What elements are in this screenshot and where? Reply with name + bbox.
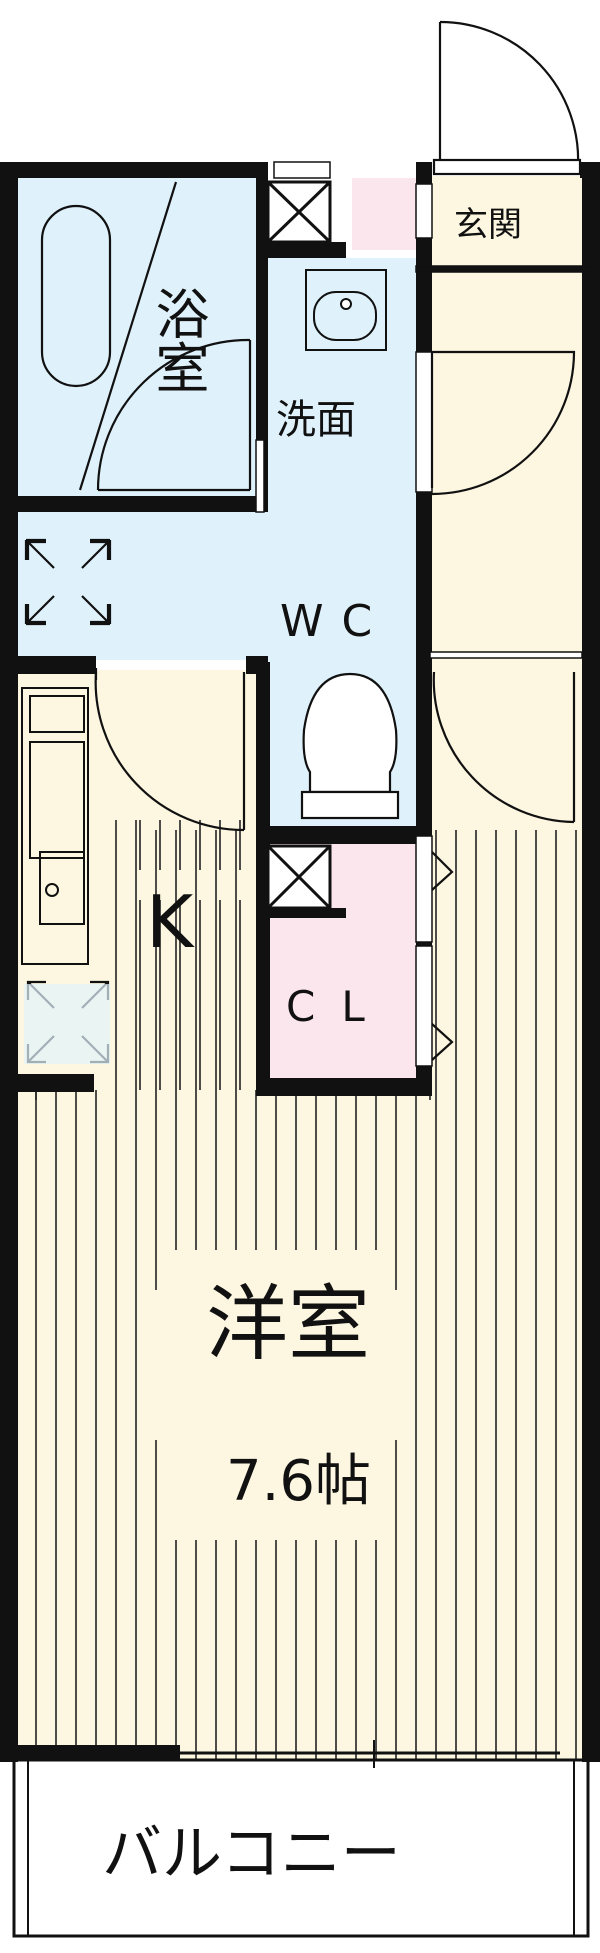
bathtub bbox=[40, 181, 252, 492]
western-room-floor bbox=[14, 1090, 588, 1760]
toilet-fixture bbox=[300, 672, 400, 820]
hallway-floor bbox=[432, 258, 588, 668]
washroom-label: 洗面 bbox=[276, 397, 356, 443]
kitchen-counter bbox=[21, 687, 89, 965]
utility-strip bbox=[14, 500, 268, 660]
balcony-rail bbox=[27, 1759, 575, 1937]
hall-door[interactable] bbox=[430, 350, 576, 496]
room-east-floor bbox=[432, 668, 588, 1098]
balcony-label: バルコニー bbox=[102, 1819, 401, 1889]
washbasin bbox=[305, 269, 387, 351]
balcony-floor bbox=[12, 1758, 590, 1938]
closet-label: CL bbox=[286, 982, 391, 1031]
western-room-size: 7.6帖 bbox=[226, 1449, 372, 1514]
kitchen-label: K bbox=[146, 880, 194, 964]
kitchen-door[interactable] bbox=[94, 668, 246, 832]
floor-stripes bbox=[35, 820, 577, 1760]
bath-label: 浴室 bbox=[146, 286, 209, 394]
entrance-floor bbox=[432, 176, 588, 258]
pipe-shaft-wall bbox=[256, 242, 346, 258]
western-room-label: 洋室 bbox=[206, 1277, 371, 1372]
pipe-shaft-wall-lower bbox=[256, 908, 346, 918]
closet-doors[interactable] bbox=[431, 851, 454, 1061]
entrance-label: 玄関 bbox=[454, 205, 522, 245]
entrance-door[interactable] bbox=[432, 20, 582, 176]
bathroom-floor bbox=[14, 178, 264, 500]
room-door[interactable] bbox=[432, 671, 576, 824]
pipe-shaft bbox=[266, 180, 332, 910]
entrance-mat bbox=[352, 178, 422, 250]
toilet-label: WC bbox=[280, 596, 391, 647]
exterior-walls bbox=[0, 162, 600, 1762]
